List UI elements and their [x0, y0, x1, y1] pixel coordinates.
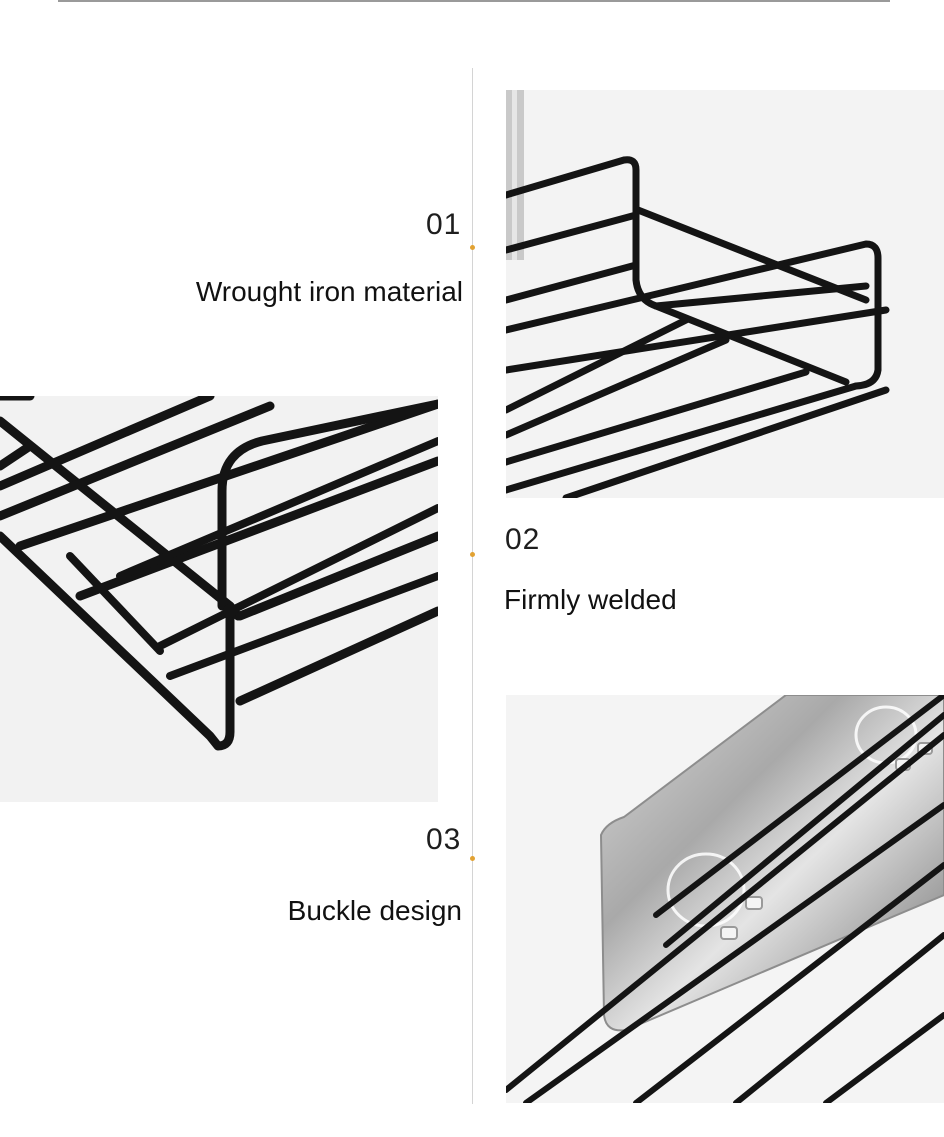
feature-number-02: 02 — [505, 523, 541, 556]
top-divider — [58, 0, 890, 2]
product-photo-buckle — [506, 695, 944, 1103]
product-photo-welded — [0, 396, 438, 802]
feature-number-03: 03 — [426, 823, 462, 856]
feature-caption-02: Firmly welded — [504, 584, 677, 615]
product-photo-wrought-iron — [506, 90, 944, 498]
feature-number-01: 01 — [426, 208, 462, 241]
timeline-dot-01 — [470, 245, 475, 250]
timeline-line — [472, 68, 473, 1104]
timeline-dot-03 — [470, 856, 475, 861]
feature-caption-03: Buckle design — [287, 895, 462, 926]
feature-caption-01: Wrought iron material — [195, 276, 463, 307]
timeline-dot-02 — [470, 552, 475, 557]
